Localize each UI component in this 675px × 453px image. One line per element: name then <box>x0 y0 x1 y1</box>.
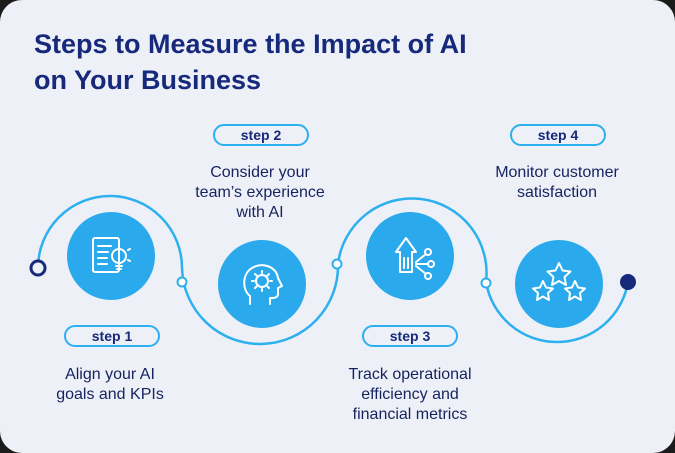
junction-marker-2 <box>331 258 343 270</box>
step-1-icon-circle <box>67 212 155 300</box>
step-2-line-3: with AI <box>236 204 284 221</box>
head-gear-icon <box>243 264 283 305</box>
flow-path <box>36 194 630 346</box>
page-title: Steps to Measure the Impact of AI on You… <box>34 26 634 98</box>
step-2-description: Consider your team’s experience with AI <box>180 163 340 223</box>
step-3-line-2: efficiency and <box>361 386 459 403</box>
step-2-line-1: Consider your <box>210 164 310 181</box>
step-4-description: Monitor customer satisfaction <box>472 163 642 203</box>
idea-document-icon <box>92 237 131 273</box>
step-4-label: step 4 <box>510 124 606 146</box>
step-3-icon-circle <box>366 212 454 300</box>
step-1-description: Align your AI goals and KPIs <box>30 365 190 405</box>
title-line-2: on Your Business <box>34 65 262 95</box>
end-marker <box>620 274 636 290</box>
start-marker <box>29 259 47 277</box>
step-3-line-3: financial metrics <box>352 406 468 423</box>
step-3-line-1: Track operational <box>348 366 472 383</box>
step-3-description: Track operational efficiency and financi… <box>320 365 500 425</box>
step-1-line-2: goals and KPIs <box>56 386 164 403</box>
title-line-1: Steps to Measure the Impact of AI <box>34 29 467 59</box>
junction-marker-3 <box>480 277 492 289</box>
step-1-label: step 1 <box>64 325 160 347</box>
step-4-icon-circle <box>515 240 603 328</box>
step-2-label: step 2 <box>213 124 309 146</box>
step-4-line-1: Monitor customer <box>495 164 619 181</box>
step-1-line-1: Align your AI <box>65 366 155 383</box>
junction-marker-1 <box>176 276 188 288</box>
step-2-line-2: team’s experience <box>195 184 325 201</box>
stars-rating-icon <box>532 262 586 301</box>
step-4-line-2: satisfaction <box>516 184 598 201</box>
growth-arrow-icon <box>395 237 435 280</box>
step-2-icon-circle <box>218 240 306 328</box>
step-3-label: step 3 <box>362 325 458 347</box>
